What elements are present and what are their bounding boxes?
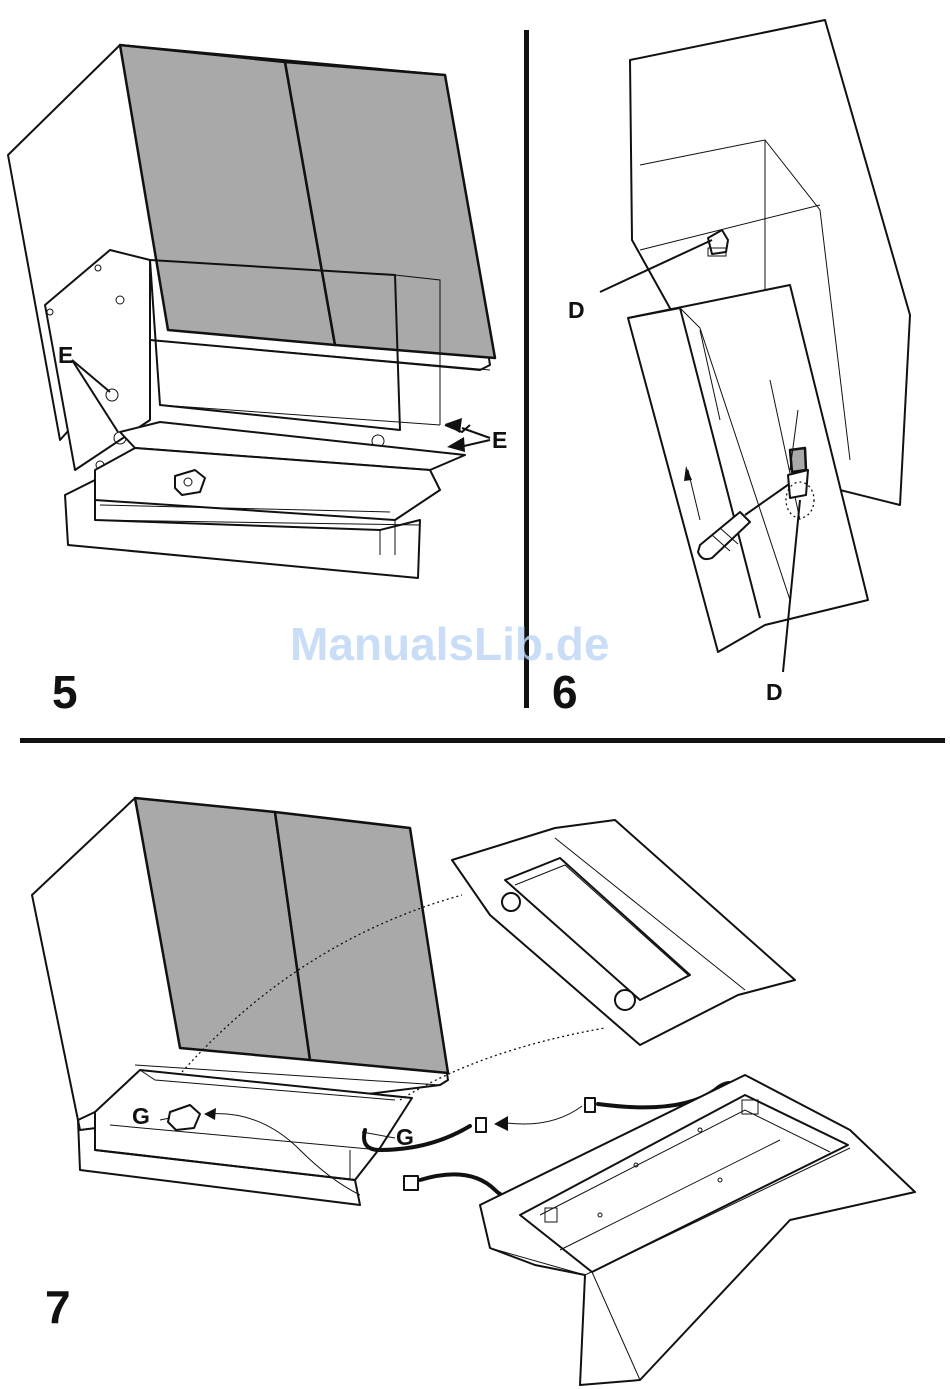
- callout-g-left: G: [132, 1103, 150, 1129]
- divider-vertical: [524, 30, 529, 708]
- step-number-5: 5: [52, 666, 78, 718]
- panel-step-5: [8, 45, 495, 578]
- callout-d-bottom: D: [766, 679, 783, 705]
- callout-g-right: G: [396, 1124, 414, 1150]
- panel-step-6: [600, 20, 910, 672]
- step-number-6: 6: [552, 666, 578, 718]
- filter-panel-detached: [452, 820, 795, 1045]
- step-number-7: 7: [45, 1281, 71, 1333]
- callout-e-right: E: [492, 427, 507, 453]
- watermark: ManualsLib.de: [290, 618, 609, 670]
- callout-e-left: E: [58, 342, 73, 368]
- callout-d-top: D: [568, 297, 585, 323]
- hood-body-detached: [480, 1075, 915, 1385]
- divider-horizontal: [20, 738, 945, 743]
- panel-step-7: [32, 798, 915, 1385]
